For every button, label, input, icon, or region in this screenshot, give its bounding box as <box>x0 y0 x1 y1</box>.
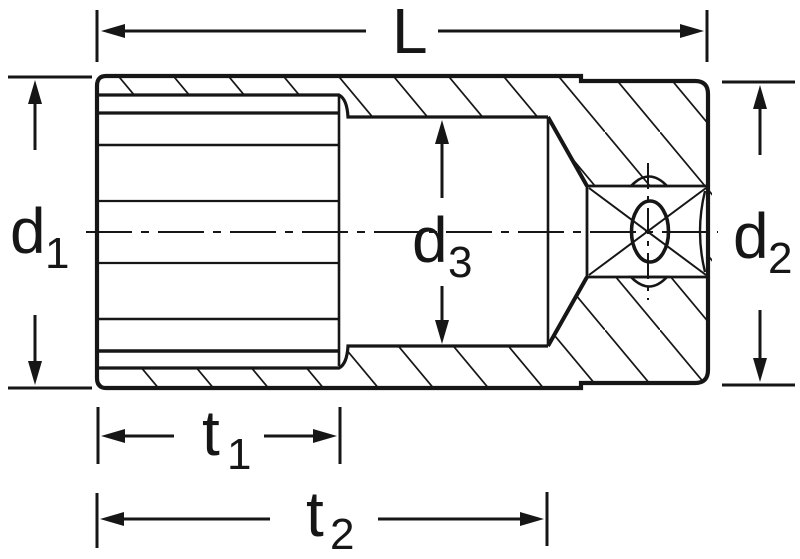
dimension-L: L <box>95 0 709 67</box>
dim-label-L: L <box>392 0 428 67</box>
dim-d2-ref-lines <box>722 80 795 387</box>
dim-d2-arrow-up <box>753 85 767 109</box>
dim-L-arrow-left <box>101 24 125 38</box>
dim-L-ticks <box>95 10 709 62</box>
cone-transition-lines <box>546 116 589 347</box>
dim-d3-arrow-up <box>435 120 449 144</box>
dim-t1-arrow-left <box>101 429 125 443</box>
dim-d3-arrow-down <box>435 320 449 344</box>
dim-label-d2-sub: 2 <box>768 234 792 283</box>
dim-label-d1-main: d <box>10 195 46 267</box>
dim-t2-ticks <box>95 492 549 548</box>
spline-teeth-lines <box>99 111 338 353</box>
dim-L-arrow-right <box>680 24 704 38</box>
dim-d2-arrow-down <box>753 358 767 382</box>
dim-d1-arrow-up <box>28 80 42 104</box>
dim-t1-arrow-right <box>313 429 337 443</box>
dimension-d3: d 3 <box>412 120 472 344</box>
dim-d1-ref-lines <box>8 75 92 390</box>
dim-t2-arrow-right <box>520 512 544 526</box>
dimension-t2: t 2 <box>95 478 549 559</box>
drive-square-outline <box>585 184 706 279</box>
dimension-t1: t 1 <box>96 397 342 479</box>
dimension-d2: d 2 <box>722 80 795 387</box>
dim-label-d1-sub: 1 <box>45 229 69 278</box>
hatch-fill <box>95 76 712 388</box>
dim-label-t2-sub: 2 <box>330 510 354 559</box>
dim-t2-arrow-left <box>100 512 124 526</box>
centerlines <box>86 163 718 300</box>
outer-contour <box>94 73 711 391</box>
dim-label-t1-main: t <box>202 397 220 469</box>
dim-label-t1-sub: 1 <box>227 430 251 479</box>
dim-d1-arrow-down <box>28 361 42 385</box>
dim-label-d3-sub: 3 <box>448 238 472 287</box>
dim-label-d3-main: d <box>412 204 448 276</box>
cavity-boundary <box>97 93 548 370</box>
dim-label-t2-main: t <box>306 478 324 550</box>
dimension-d1: d 1 <box>8 75 92 390</box>
dim-label-d2-main: d <box>733 200 769 272</box>
dim-t1-ticks <box>96 407 342 464</box>
